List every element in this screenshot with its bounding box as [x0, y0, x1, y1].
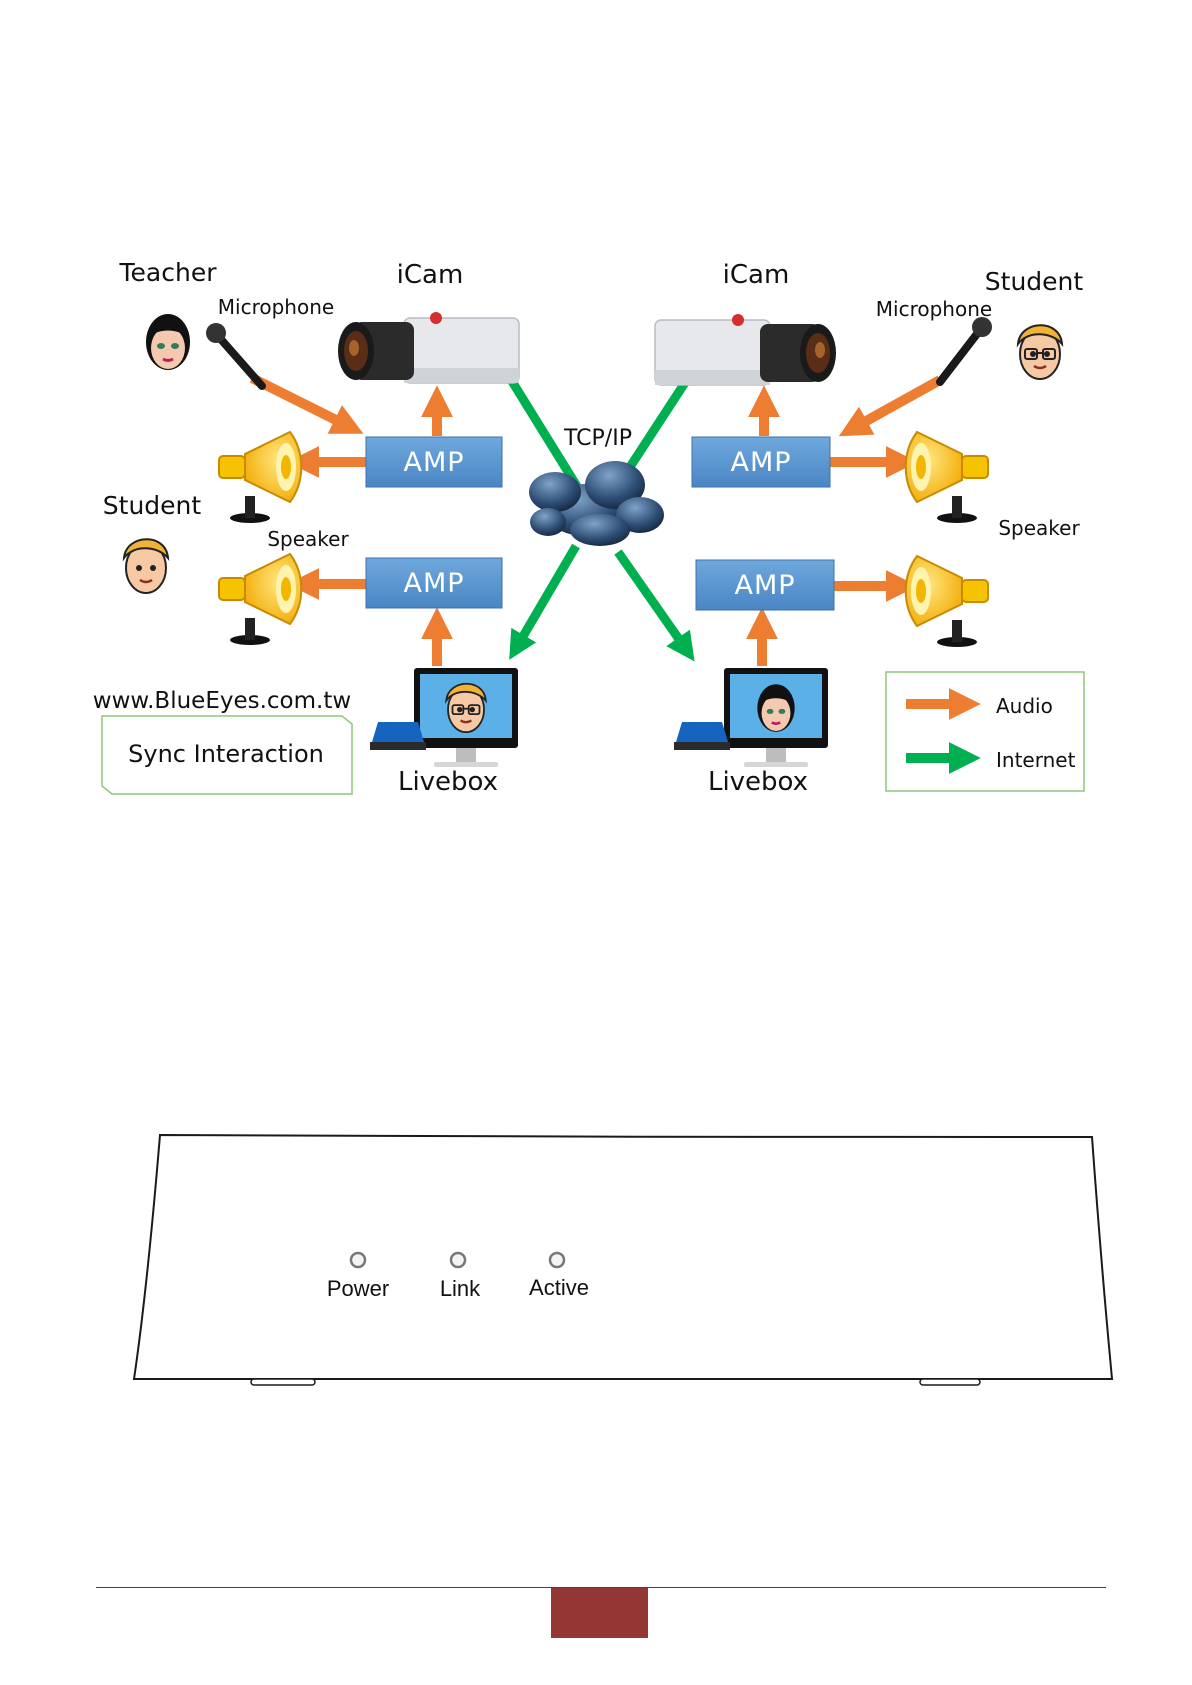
svg-text:Audio: Audio: [996, 694, 1053, 718]
audio-arrow-mic-right: [850, 380, 940, 430]
amp-box-right-top: AMP: [692, 437, 830, 487]
sync-interaction-box: Sync Interaction: [102, 716, 352, 794]
teacher-label: Teacher: [119, 258, 218, 287]
svg-text:AMP: AMP: [734, 570, 795, 601]
student-right-avatar-icon: [1018, 325, 1062, 379]
microphone-left-icon: [206, 323, 262, 386]
speaker-right-label: Speaker: [998, 516, 1080, 540]
svg-text:AMP: AMP: [730, 447, 791, 478]
tcpip-label: TCP/IP: [563, 426, 632, 451]
livebox-right-icon: [674, 668, 828, 767]
speaker-left-label: Speaker: [267, 527, 349, 551]
livebox-left-label: Livebox: [398, 767, 498, 797]
student-left-label: Student: [103, 491, 202, 520]
audio-arrow-mic-left: [252, 378, 352, 428]
active-led-label: Active: [529, 1275, 589, 1300]
svg-text:AMP: AMP: [403, 447, 464, 478]
sync-interaction-label: Sync Interaction: [128, 740, 324, 768]
svg-text:Internet: Internet: [996, 748, 1076, 772]
livebox-left-icon: [370, 668, 518, 767]
internet-link-right-icam: [628, 378, 688, 470]
icam-left-label: iCam: [397, 260, 464, 290]
teacher-avatar-icon: [146, 314, 190, 370]
icam-right-camera-icon: [655, 314, 836, 385]
internet-link-right-livebox: [618, 552, 688, 652]
network-diagram: TCP/IP AMP AMP AMP AMP iCam iCam: [0, 0, 1192, 820]
cloud-icon: [529, 461, 664, 546]
speaker-right-top-icon: [906, 432, 988, 523]
microphone-right-label: Microphone: [876, 297, 992, 321]
icam-left-camera-icon: [338, 312, 519, 383]
student-left-avatar-icon: [124, 539, 168, 593]
device-front-panel: Power Link Active: [120, 1125, 1120, 1395]
internet-link-left-livebox: [515, 546, 576, 650]
speaker-left-bottom-icon: [219, 554, 301, 645]
svg-text:AMP: AMP: [403, 568, 464, 599]
student-right-label: Student: [985, 267, 1084, 296]
speaker-right-bottom-icon: [906, 556, 988, 647]
livebox-right-label: Livebox: [708, 767, 808, 797]
legend: Audio Internet: [886, 672, 1084, 791]
power-led-label: Power: [327, 1276, 389, 1301]
website-label: www.BlueEyes.com.tw: [93, 688, 351, 714]
icam-right-label: iCam: [723, 260, 790, 290]
amp-box-right-bottom: AMP: [696, 560, 834, 610]
speaker-left-top-icon: [219, 432, 301, 523]
footer-page-tab: [551, 1588, 648, 1638]
amp-box-left-top: AMP: [366, 437, 502, 487]
amp-box-left-bottom: AMP: [366, 558, 502, 608]
microphone-right-icon: [940, 317, 992, 382]
link-led-label: Link: [440, 1276, 481, 1301]
microphone-left-label: Microphone: [218, 295, 334, 319]
